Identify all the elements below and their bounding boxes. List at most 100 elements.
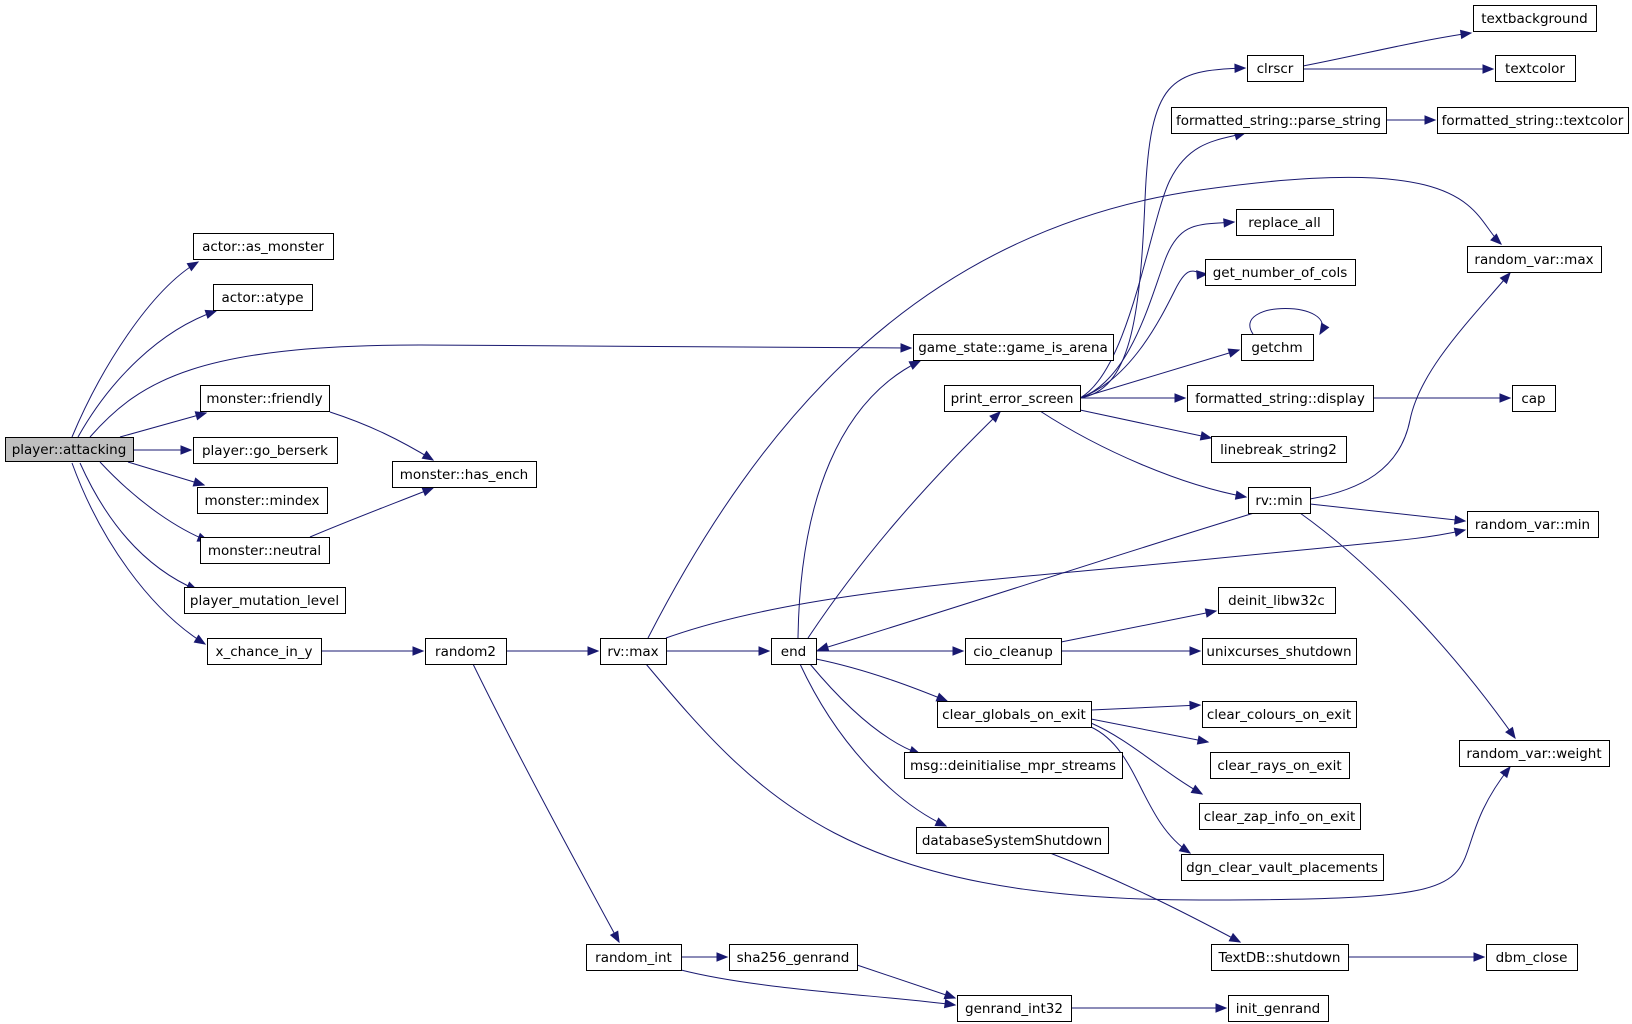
node-replace-all[interactable]: replace_all bbox=[1236, 209, 1334, 236]
node-label: random_var::max bbox=[1474, 252, 1593, 268]
node-random-int[interactable]: random_int bbox=[586, 944, 682, 971]
node-getchm[interactable]: getchm bbox=[1241, 334, 1314, 361]
node-box bbox=[200, 385, 330, 412]
arrowhead-print_error-to-replace_all bbox=[1223, 218, 1236, 228]
node-label: rv::max bbox=[607, 644, 658, 660]
arrowhead-print_error-to-rvmin bbox=[1234, 490, 1248, 500]
call-edge-clear_globals-to-dgn_clear bbox=[1090, 726, 1191, 854]
node-atype[interactable]: actor::atype bbox=[213, 284, 313, 311]
node-label: dgn_clear_vault_placements bbox=[1186, 860, 1378, 876]
arrowhead-random_int-to-sha256 bbox=[716, 952, 729, 962]
node-textdb[interactable]: TextDB::shutdown bbox=[1211, 944, 1349, 971]
arrowhead-cio_cleanup-to-unixcurses bbox=[1189, 646, 1202, 656]
node-cio-cleanup[interactable]: cio_cleanup bbox=[965, 638, 1062, 665]
node-game-is-arena[interactable]: game_state::game_is_arena bbox=[913, 334, 1114, 361]
arrowhead-random2-to-random_int bbox=[609, 930, 620, 944]
call-edge-rvmin-to-rv_var_min bbox=[1309, 503, 1466, 522]
arrowhead-print_error-to-getchm bbox=[1227, 348, 1241, 358]
node-box bbox=[1211, 436, 1347, 463]
node-print-error[interactable]: print_error_screen bbox=[944, 385, 1081, 412]
node-db-shutdown[interactable]: databaseSystemShutdown bbox=[916, 827, 1109, 854]
arrowhead-fs_display-to-cap bbox=[1499, 393, 1512, 403]
node-random2[interactable]: random2 bbox=[425, 638, 507, 665]
node-textcolor[interactable]: textcolor bbox=[1495, 55, 1576, 82]
arrowhead-end-to-cio_cleanup bbox=[952, 646, 965, 656]
node-rv-var-min[interactable]: random_var::min bbox=[1467, 511, 1599, 538]
node-box bbox=[1473, 5, 1597, 32]
node-textbackground[interactable]: textbackground bbox=[1473, 5, 1597, 32]
node-go-berserk[interactable]: player::go_berserk bbox=[193, 437, 338, 464]
node-deinit-libw32c[interactable]: deinit_libw32c bbox=[1218, 587, 1336, 614]
node-box bbox=[937, 701, 1092, 728]
node-box bbox=[1171, 107, 1387, 134]
node-parse-string[interactable]: formatted_string::parse_string bbox=[1171, 107, 1387, 134]
arrowhead-end-to-game_is_arena bbox=[908, 360, 922, 370]
call-edge-attacking-to-atype bbox=[77, 310, 217, 438]
node-label: clear_globals_on_exit bbox=[942, 707, 1086, 723]
node-label: msg::deinitialise_mpr_streams bbox=[910, 758, 1116, 774]
node-box bbox=[193, 233, 334, 260]
node-friendly[interactable]: monster::friendly bbox=[200, 385, 330, 412]
arrowhead-print_error-to-linebreak bbox=[1199, 431, 1213, 441]
node-msg-deinit[interactable]: msg::deinitialise_mpr_streams bbox=[904, 752, 1123, 779]
node-clear-zap[interactable]: clear_zap_info_on_exit bbox=[1199, 803, 1361, 830]
node-box bbox=[1199, 803, 1361, 830]
node-init-genrand[interactable]: init_genrand bbox=[1228, 995, 1329, 1022]
arrowhead-cio_cleanup-to-deinit_libw32c bbox=[1204, 608, 1218, 618]
node-label: random_var::min bbox=[1475, 517, 1590, 533]
node-clrscr[interactable]: clrscr bbox=[1247, 55, 1304, 82]
node-genrand32[interactable]: genrand_int32 bbox=[957, 995, 1072, 1022]
node-box bbox=[944, 385, 1081, 412]
node-rvmax[interactable]: rv::max bbox=[600, 638, 667, 665]
node-clear-colours[interactable]: clear_colours_on_exit bbox=[1202, 701, 1357, 728]
arrowhead-genrand32-to-init_genrand bbox=[1215, 1003, 1228, 1013]
node-rvmin[interactable]: rv::min bbox=[1248, 487, 1311, 514]
node-rv-var-weight[interactable]: random_var::weight bbox=[1459, 740, 1610, 767]
node-label: monster::friendly bbox=[206, 391, 322, 407]
node-linebreak[interactable]: linebreak_string2 bbox=[1211, 436, 1347, 463]
node-label: actor::atype bbox=[221, 290, 303, 306]
node-label: random2 bbox=[435, 644, 496, 660]
node-end[interactable]: end bbox=[771, 638, 817, 665]
node-mutation[interactable]: player_mutation_level bbox=[184, 587, 346, 614]
arrowhead-attacking-to-go_berserk bbox=[180, 445, 193, 455]
node-neutral[interactable]: monster::neutral bbox=[200, 537, 330, 564]
node-cap[interactable]: cap bbox=[1512, 385, 1556, 412]
node-as-monster[interactable]: actor::as_monster bbox=[193, 233, 334, 260]
node-has-ench[interactable]: monster::has_ench bbox=[392, 461, 537, 488]
node-rv-var-max[interactable]: random_var::max bbox=[1467, 246, 1602, 273]
node-box bbox=[913, 334, 1114, 361]
node-sha256[interactable]: sha256_genrand bbox=[729, 944, 858, 971]
node-fs-display[interactable]: formatted_string::display bbox=[1187, 385, 1374, 412]
node-dbm-close[interactable]: dbm_close bbox=[1486, 944, 1578, 971]
arrowhead-end-to-print_error bbox=[989, 411, 1001, 423]
node-label: textbackground bbox=[1481, 11, 1588, 27]
arrowhead-print_error-to-clrscr bbox=[1234, 63, 1247, 74]
arrowhead-clear_globals-to-clear_colours bbox=[1189, 700, 1202, 711]
node-attacking[interactable]: player::attacking bbox=[5, 437, 134, 462]
node-box bbox=[213, 284, 313, 311]
node-num-cols[interactable]: get_number_of_cols bbox=[1205, 259, 1356, 286]
arrowhead-random2-to-rvmax bbox=[587, 646, 600, 656]
node-box bbox=[1187, 385, 1374, 412]
node-mindex[interactable]: monster::mindex bbox=[197, 487, 328, 514]
node-box bbox=[200, 537, 330, 564]
node-dgn-clear[interactable]: dgn_clear_vault_placements bbox=[1181, 854, 1384, 881]
node-box bbox=[1512, 385, 1556, 412]
node-clear-globals[interactable]: clear_globals_on_exit bbox=[937, 701, 1092, 728]
node-label: databaseSystemShutdown bbox=[922, 833, 1102, 849]
node-fs-textcolor[interactable]: formatted_string::textcolor bbox=[1437, 107, 1629, 134]
node-label: genrand_int32 bbox=[965, 1001, 1063, 1017]
call-edge-sha256-to-genrand32 bbox=[856, 964, 956, 999]
call-edge-friendly-to-has_ench bbox=[329, 411, 434, 461]
node-box bbox=[957, 995, 1072, 1022]
arrowhead-random_int-to-genrand32 bbox=[943, 998, 957, 1009]
node-label: player_mutation_level bbox=[190, 593, 339, 609]
node-clear-rays[interactable]: clear_rays_on_exit bbox=[1210, 752, 1350, 779]
node-box bbox=[1228, 995, 1329, 1022]
node-box bbox=[916, 827, 1109, 854]
node-unixcurses[interactable]: unixcurses_shutdown bbox=[1202, 638, 1357, 665]
node-xchance[interactable]: x_chance_in_y bbox=[207, 638, 322, 665]
arrowhead-clrscr-to-textbackground bbox=[1459, 29, 1473, 40]
node-box bbox=[1211, 944, 1349, 971]
